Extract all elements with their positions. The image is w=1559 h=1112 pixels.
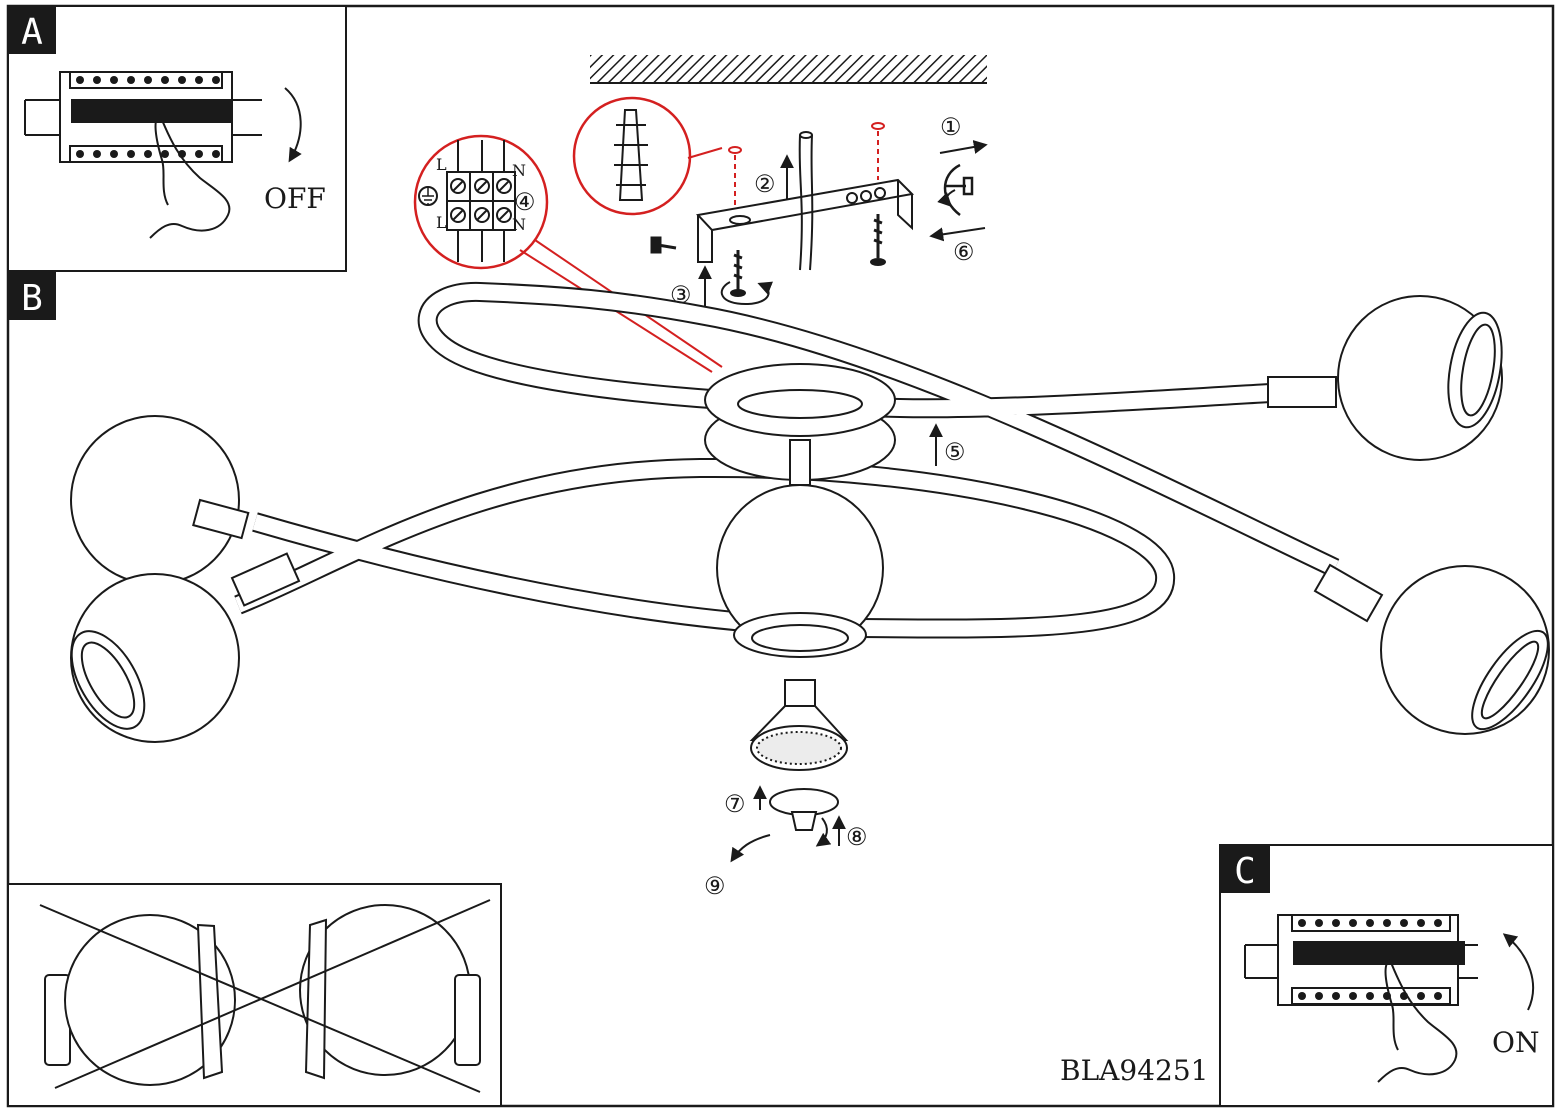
terminal-dot-top xyxy=(212,76,220,84)
panel-c: C ON xyxy=(1219,844,1554,1107)
hand-icon-c xyxy=(1377,959,1458,1083)
terminal-label-l-top: L xyxy=(436,155,447,174)
terminal-dot-bottom xyxy=(195,150,203,158)
wall-plug-icon xyxy=(614,109,648,201)
off-label: OFF xyxy=(264,182,326,215)
wrong-globe-left xyxy=(64,914,236,1086)
ceiling-canopy xyxy=(704,363,943,486)
terminal-dot-bottom xyxy=(110,150,118,158)
model-code: BLA94251 xyxy=(1060,1054,1208,1087)
step-5: ⑤ xyxy=(944,438,966,466)
terminal-dot-bottom xyxy=(76,150,84,158)
terminal-screw-slot xyxy=(498,209,510,221)
arrow-step-6 xyxy=(929,227,986,242)
terminal-screw-slot xyxy=(498,180,510,192)
step-8: ⑧ xyxy=(846,823,868,851)
terminal-callout: L L N N xyxy=(413,134,723,373)
terminal-dot-bottom xyxy=(144,150,152,158)
terminal-dot-top xyxy=(76,76,84,84)
step-1: ① xyxy=(940,113,962,141)
terminal-dot-bottom xyxy=(1417,992,1425,1000)
terminal-dot-top xyxy=(1332,919,1340,927)
hand-icon xyxy=(149,114,231,239)
terminal-label-n-top: N xyxy=(512,161,526,180)
ceiling-hatch xyxy=(590,55,987,83)
step-4: ④ xyxy=(514,188,536,216)
rotate-arrow-step-3 xyxy=(720,281,774,306)
terminal-dot-top xyxy=(144,76,152,84)
terminal-dot-top xyxy=(195,76,203,84)
panel-a-label-box xyxy=(8,6,56,54)
terminal-dot-top xyxy=(110,76,118,84)
terminal-screw-slot xyxy=(476,180,488,192)
terminal-screws xyxy=(450,178,512,223)
terminal-dot-top xyxy=(1366,919,1374,927)
terminal-dot-bottom xyxy=(1434,992,1442,1000)
turn-off-arrow xyxy=(284,87,302,163)
terminal-dot-top xyxy=(1349,919,1357,927)
arrow-step-1 xyxy=(939,140,988,154)
screw-right-icon xyxy=(873,214,883,258)
panel-a: A OFF xyxy=(7,5,347,272)
panel-b-label-box xyxy=(8,272,56,320)
terminal-screw-slot xyxy=(452,180,464,192)
lamp-arms xyxy=(234,281,1340,639)
side-screw-icon xyxy=(943,163,974,216)
step-7: ⑦ xyxy=(724,790,746,818)
on-label: ON xyxy=(1492,1026,1539,1059)
terminal-dot-bottom xyxy=(1332,992,1340,1000)
terminal-dot-bottom xyxy=(1349,992,1357,1000)
step-2: ② xyxy=(754,170,776,198)
terminal-dot-bottom xyxy=(212,150,220,158)
step-numbers: ① ② ③ ④ ⑤ ⑥ ⑦ ⑧ ⑨ xyxy=(514,113,975,900)
terminal-dot-top xyxy=(161,76,169,84)
panel-b: B xyxy=(8,272,56,320)
dowel-callout xyxy=(572,96,692,216)
breaker-strip-c xyxy=(1244,914,1478,1006)
terminal-label-n-bottom: N xyxy=(512,215,526,234)
terminal-dot-top xyxy=(1434,919,1442,927)
terminal-dot-top xyxy=(127,76,135,84)
terminal-dot-bottom xyxy=(1366,992,1374,1000)
step-9: ⑨ xyxy=(704,872,726,900)
breaker-strip-a xyxy=(24,71,262,163)
terminal-dot-top xyxy=(1400,919,1408,927)
terminal-dot-bottom xyxy=(127,150,135,158)
terminal-screw-slot xyxy=(476,209,488,221)
set-screw-icon xyxy=(650,236,677,254)
spot-globes xyxy=(70,295,1550,743)
wrong-orientation-panel xyxy=(7,883,502,1107)
terminal-dot-top xyxy=(1417,919,1425,927)
terminal-label-l-bottom: L xyxy=(436,213,447,232)
terminal-dot-top xyxy=(93,76,101,84)
bulb-replacement xyxy=(730,679,849,863)
terminal-dot-bottom xyxy=(1298,992,1306,1000)
breaker-terminals-c xyxy=(1298,919,1442,1000)
terminal-dot-bottom xyxy=(161,150,169,158)
panel-c-label: C xyxy=(1234,851,1256,892)
step-3: ③ xyxy=(670,281,692,309)
terminal-dot-top xyxy=(1315,919,1323,927)
terminal-dot-bottom xyxy=(1315,992,1323,1000)
panel-c-label-box xyxy=(1220,845,1270,893)
step-6: ⑥ xyxy=(953,238,975,266)
globe-upper-left xyxy=(70,415,240,585)
terminal-screw-slot xyxy=(452,209,464,221)
mounting-bracket xyxy=(696,178,915,263)
terminal-dot-top xyxy=(1298,919,1306,927)
gu10-base xyxy=(784,679,816,707)
cross-line-2 xyxy=(54,899,491,1089)
screw-left-icon xyxy=(733,250,743,290)
ceiling-mounting-assembly xyxy=(572,55,988,312)
page-border xyxy=(6,4,1555,1108)
power-cable xyxy=(798,134,814,271)
terminal-dot-top xyxy=(1383,919,1391,927)
terminal-dot-bottom xyxy=(93,150,101,158)
panel-a-label: A xyxy=(21,12,43,53)
panel-b-label: B xyxy=(21,278,43,319)
terminal-dot-top xyxy=(178,76,186,84)
turn-on-arrow xyxy=(1502,933,1535,1011)
